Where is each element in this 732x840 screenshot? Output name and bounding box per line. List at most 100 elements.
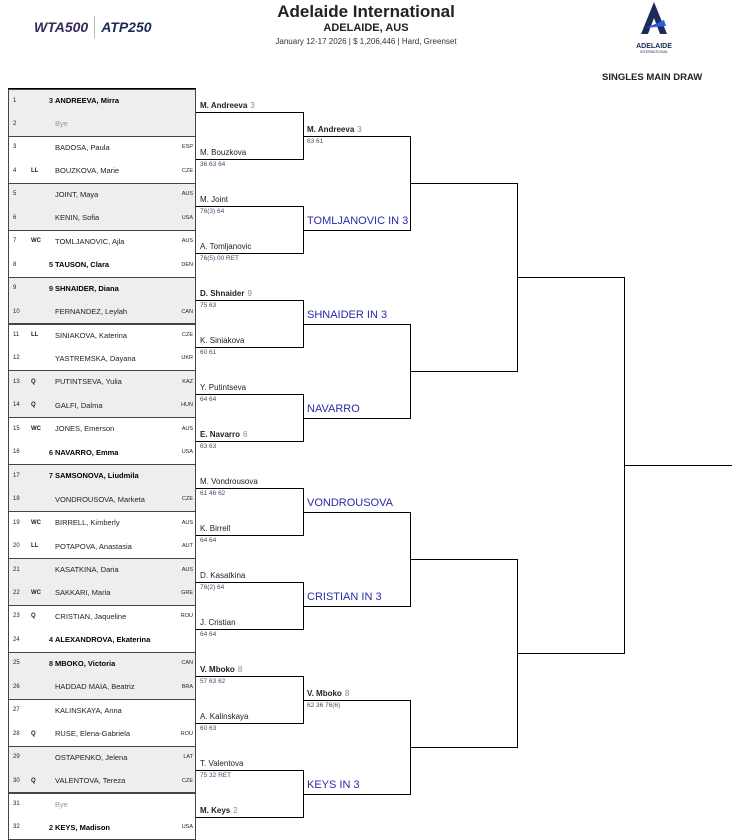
player-name[interactable]: BADOSA, Paula — [55, 143, 182, 152]
player-name[interactable]: ALEXANDROVA, Ekaterina — [55, 635, 193, 644]
entry-type: Q — [31, 613, 45, 619]
bracket-line — [517, 277, 625, 278]
player-name[interactable]: POTAPOVA, Anastasia — [55, 542, 182, 551]
country: GRE — [181, 590, 196, 596]
seed: 3 — [45, 96, 55, 105]
player-name[interactable]: NAVARRO, Emma — [55, 448, 182, 457]
winner-name[interactable]: J. Cristian — [200, 618, 236, 627]
winner-name[interactable]: K. Birrell — [200, 524, 230, 533]
bracket-line — [303, 324, 411, 325]
entry-type: WC — [31, 520, 45, 526]
bracket-line — [303, 700, 411, 701]
winner-label: M. Andreeva — [307, 125, 354, 134]
player-name[interactable]: SINIAKOVA, Katerina — [55, 331, 182, 340]
draw-position: 8 — [8, 262, 31, 268]
prediction-label: SHNAIDER IN 3 — [307, 309, 387, 321]
entry-type: Q — [31, 402, 45, 408]
bracket-line — [303, 230, 411, 231]
country: KAZ — [182, 379, 196, 385]
winner-name[interactable]: K. Siniakova — [200, 336, 244, 345]
country: ESP — [182, 144, 196, 150]
draw-position: 19 — [8, 520, 31, 526]
seed: 4 — [45, 635, 55, 644]
player-name[interactable]: KEYS, Madison — [55, 823, 182, 832]
winner-label: D. Kasatkina — [200, 571, 245, 580]
player-name[interactable]: CRISTIAN, Jaqueline — [55, 612, 181, 621]
player-name[interactable]: KALINSKAYA, Anna — [55, 706, 193, 715]
winner-name[interactable]: M. Vondrousova — [200, 477, 258, 486]
player-name[interactable]: YASTREMSKA, Dayana — [55, 354, 181, 363]
player-name[interactable]: JOINT, Maya — [55, 190, 182, 199]
player-name[interactable]: KENIN, Sofia — [55, 213, 182, 222]
player-name[interactable]: JONES, Emerson — [55, 424, 182, 433]
player-name[interactable]: VALENTOVA, Tereza — [55, 776, 182, 785]
player-name[interactable]: SHNAIDER, Diana — [55, 284, 193, 293]
player-name[interactable]: OSTAPENKO, Jelena — [55, 753, 183, 762]
winner-name[interactable]: A. Kalinskaya — [200, 712, 248, 721]
winner-name[interactable]: T. Valentova — [200, 759, 243, 768]
player-name[interactable]: SAKKARI, Maria — [55, 588, 181, 597]
country: LAT — [183, 754, 196, 760]
country: CAN — [181, 309, 196, 315]
match-score: 75 63 — [200, 302, 216, 309]
player-name[interactable]: HADDAD MAIA, Beatriz — [55, 682, 182, 691]
winner-name[interactable]: Y. Putintseva — [200, 383, 246, 392]
country: AUS — [182, 520, 196, 526]
bracket-line — [196, 112, 304, 113]
draw-position: 3 — [8, 144, 31, 150]
country: AUS — [182, 567, 196, 573]
player-name[interactable]: ANDREEVA, Mirra — [55, 96, 193, 105]
player-name[interactable]: KASATKINA, Daria — [55, 565, 182, 574]
bracket-line — [196, 676, 304, 677]
match-score: 61 46 62 — [200, 490, 225, 497]
winner-name[interactable]: M. Bouzkova — [200, 148, 246, 157]
bracket-line — [196, 159, 304, 160]
bracket-line — [410, 371, 518, 372]
country: ROU — [181, 731, 196, 737]
winner-name[interactable]: D. Kasatkina — [200, 571, 245, 580]
player-name[interactable]: Bye — [55, 119, 193, 128]
match-score: 64 64 — [200, 396, 216, 403]
player-name[interactable]: TAUSON, Clara — [55, 260, 181, 269]
player-name[interactable]: PUTINTSEVA, Yulia — [55, 377, 182, 386]
match-score: 64 64 — [200, 631, 216, 638]
winner-label: M. Bouzkova — [200, 148, 246, 157]
player-name[interactable]: VONDROUSOVA, Marketa — [55, 495, 182, 504]
player-name[interactable]: FERNANDEZ, Leylah — [55, 307, 181, 316]
player-name[interactable]: Bye — [55, 800, 193, 809]
winner-seed: 3 — [357, 125, 361, 134]
player-name[interactable]: GALFI, Dalma — [55, 401, 181, 410]
player-name[interactable]: BOUZKOVA, Marie — [55, 166, 182, 175]
prediction-label: NAVARRO — [307, 403, 360, 415]
player-name[interactable]: SAMSONOVA, Liudmila — [55, 471, 193, 480]
bracket-line — [196, 441, 304, 442]
bracket-line — [410, 183, 518, 184]
draw-position: 32 — [8, 824, 31, 830]
tournament-info: January 12-17 2026 | $ 1,206,446 | Hard,… — [0, 37, 732, 46]
match-score: 60 63 — [200, 725, 216, 732]
player-name[interactable]: TOMLJANOVIC, Ajla — [55, 237, 182, 246]
winner-seed: 8 — [238, 665, 242, 674]
country: AUS — [182, 191, 196, 197]
player-name[interactable]: BIRRELL, Kimberly — [55, 518, 182, 527]
bracket-line — [410, 559, 518, 560]
winner-label: K. Birrell — [200, 524, 230, 533]
player-name[interactable]: MBOKO, Victoria — [55, 659, 181, 668]
brand-name: ADELAIDE — [624, 43, 684, 50]
winner-name[interactable]: A. Tomljanovic — [200, 242, 251, 251]
draw-position: 28 — [8, 731, 31, 737]
bracket-line — [303, 136, 411, 137]
player-name[interactable]: RUSE, Elena-Gabriela — [55, 729, 181, 738]
prediction-label: CRISTIAN IN 3 — [307, 591, 382, 603]
winner-name[interactable]: M. Joint — [200, 195, 228, 204]
